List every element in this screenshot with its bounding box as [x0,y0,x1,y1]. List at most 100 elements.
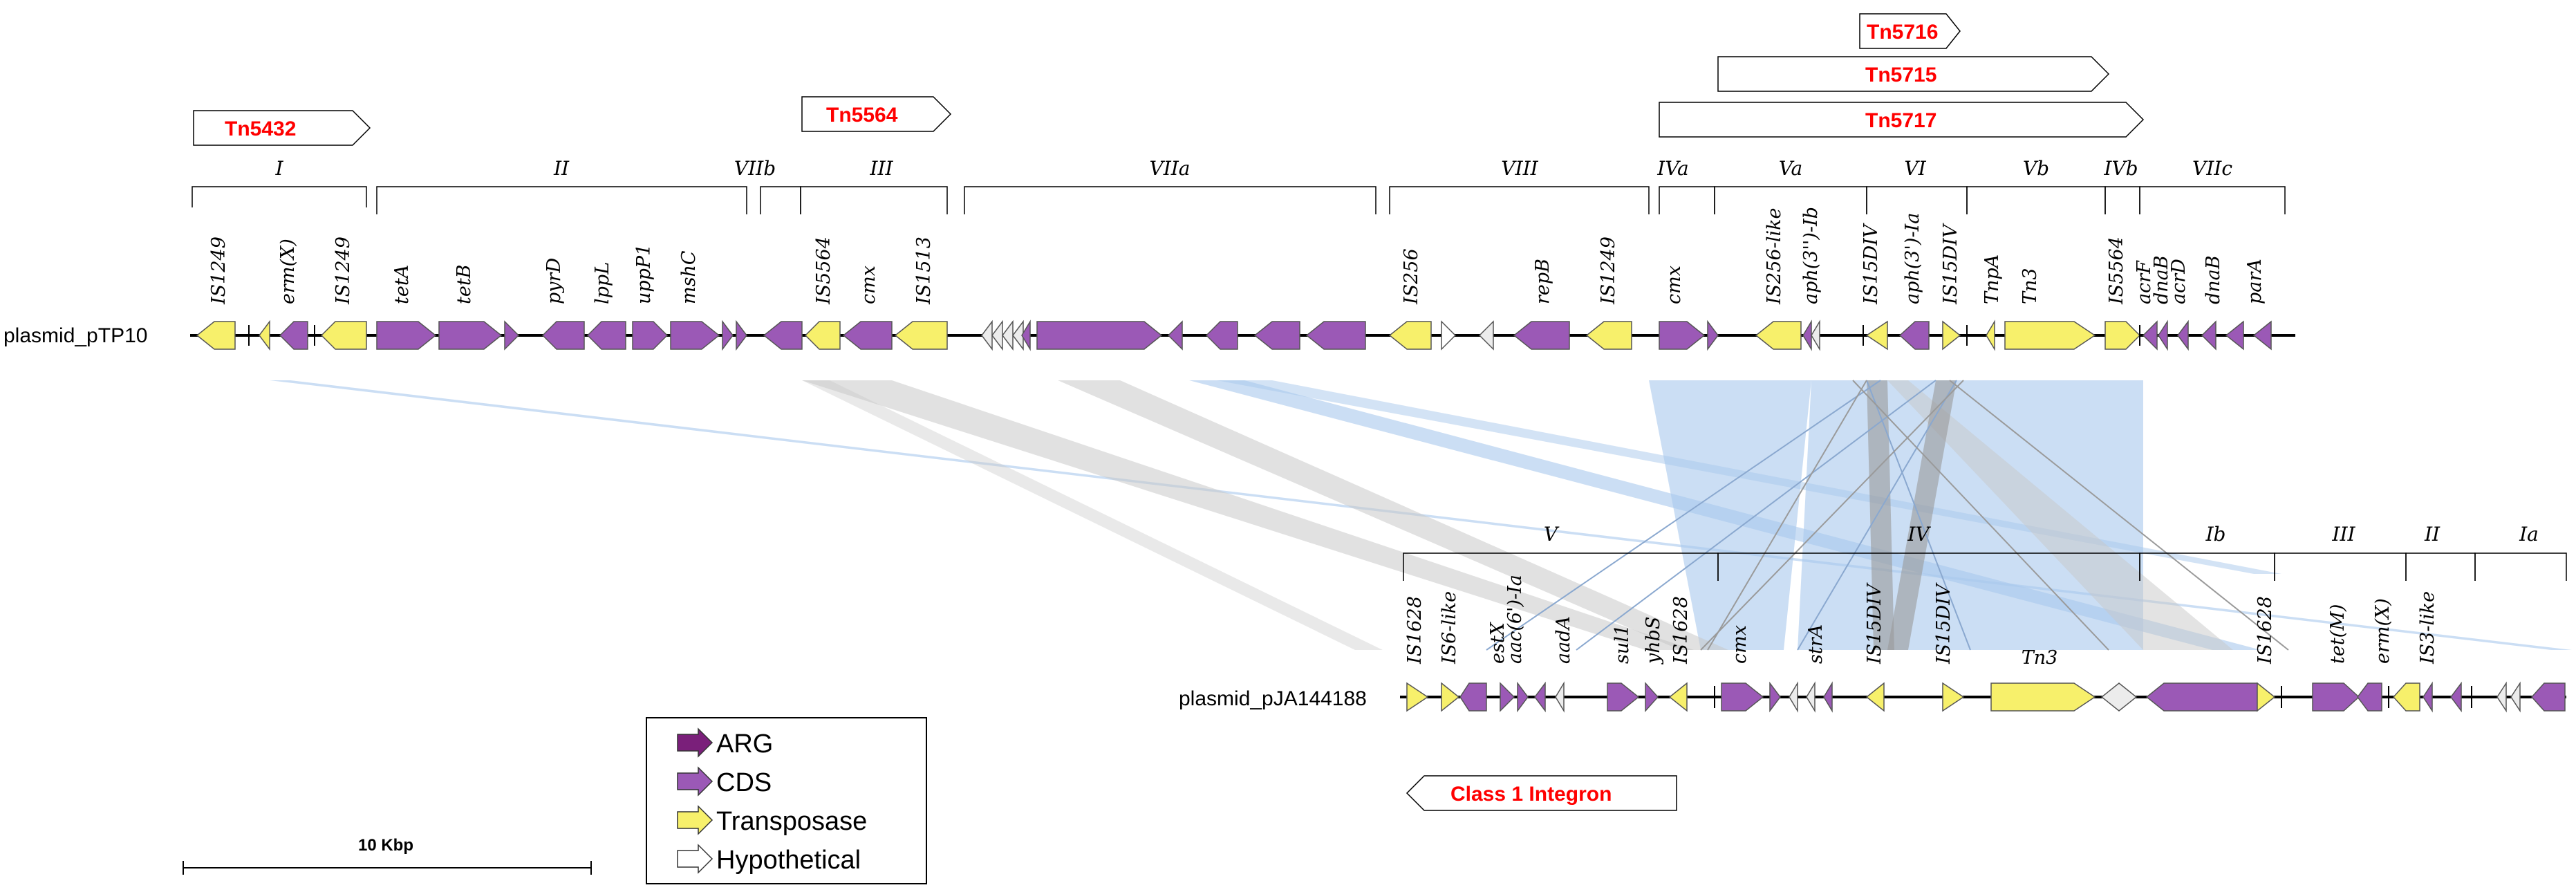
tn5715-label: Tn5715 [1865,64,1936,86]
gene-arrow [1388,321,1432,350]
legend: ARG CDS Transposase Hypothetical [646,717,927,884]
gene-arrow [1898,321,1930,350]
legend-label: Hypothetical [716,846,861,875]
gene-arrow [1253,321,1300,350]
tn5432-label: Tn5432 [225,118,296,140]
gene-arrow [1167,320,1183,351]
tn5564-label: Tn5564 [826,104,898,127]
top-region-labels: I II VIIb III VIIa VIII IVa Va VI Vb IVb… [274,157,2232,180]
gene-arrow [1555,681,1565,713]
top-gene-labels: IS1249 erm(X) IS1249 tetA tetB pyrD lppL… [208,207,2266,305]
tn5715-box [1717,56,2110,92]
gene-label: aac(6')-Ia [1504,575,1526,664]
region-VIII: VIII [1501,157,1538,180]
gene-label: IS256-like [1764,208,1785,305]
gene-arrow [1534,681,1546,713]
gene-label: aph(3')-Ia [1902,213,1923,304]
gene-label: tetA [391,265,413,304]
link-tn-blue-2 [1217,380,2281,574]
synteny-links [270,380,2572,651]
bottom-region-labels: V IV Ib III II Ia [1544,523,2539,546]
gene-arrow [196,321,236,350]
region-IVb: IVb [2103,157,2138,180]
gene-label: IS1628 [2255,596,2276,665]
region-V: V [1544,523,1560,546]
top-gene-arrows [196,319,2272,351]
gene-label: cmx [1729,625,1751,664]
gene-arrow [320,321,367,350]
region-Vb: Vb [2023,157,2049,180]
gene-arrow [1500,682,1515,712]
gene-arrow [1707,319,1719,351]
gene-arrow [1645,682,1659,712]
transposon-boxes: Tn5432 Tn5564 Tn5716 Tn5715 Tn5717 Class… [193,13,2145,811]
gene-arrow [2201,320,2216,351]
gene-arrow [586,321,626,350]
legend-item-hypothetical: Hypothetical [677,844,861,875]
gene-label: estX [1487,621,1509,664]
gene-arrow [632,321,669,350]
gene-arrow [1021,319,1031,351]
region-VIIa: VIIa [1149,157,1190,180]
gene-arrow [2145,682,2258,712]
gene-label: IS15DIV [1860,223,1882,305]
tn5564-box [801,96,952,132]
gene-arrow [1755,321,1802,350]
arg-swatch-icon [677,727,713,758]
gene-arrow [376,321,437,350]
tn5432-box [193,110,371,146]
gene-label: aph(3'')-Ib [1800,207,1822,304]
gene-arrow [1607,682,1640,712]
top-region-brackets [192,186,2286,214]
gene-label: repB [1532,259,1553,304]
gene-label: mshC [678,250,700,304]
gene-label: aadA [1553,616,1574,664]
gene-arrow [1441,320,1457,351]
gene-label: cmx [1663,266,1685,304]
gene-arrow [804,321,841,350]
gene-arrow [1478,320,1494,351]
link-grey-3 [802,380,1383,650]
gene-arrow [1305,321,1366,350]
link-tn-blue-1 [1189,380,2261,650]
gene-arrow [1406,682,1429,712]
legend-item-cds: CDS [677,766,772,797]
region-VI: VI [1904,157,1926,180]
gene-label: IS1249 [333,236,354,305]
gene-arrow [1802,319,1812,351]
gene-arrow [2177,319,2189,351]
gene-arrow [1036,321,1163,350]
transposase-swatch-icon [677,805,713,835]
gene-arrow [2357,682,2382,712]
gene-arrow [438,321,503,350]
gene-arrow [2142,320,2158,351]
gene-arrow [1721,682,1764,712]
gene-label: tetB [454,264,475,304]
gene-arrow [736,319,747,351]
gene-arrow [1990,682,2096,712]
gene-arrow [991,319,1003,351]
gene-arrow [1517,681,1529,713]
gene-label: IS15DIV [1933,582,1954,665]
tn5716-label: Tn5716 [1867,21,1938,44]
gene-arrow [1823,681,1833,713]
gene-label: TnpA [1981,254,2003,304]
gene-arrow [2004,321,2096,350]
region-III: III [869,157,893,180]
legend-item-arg: ARG [677,727,773,759]
gene-label: Tn3 [2019,268,2041,304]
plasmid-top-label: plasmid_pTP10 [3,324,147,347]
gene-label: IS3-like [2417,591,2438,665]
gene-arrow [1811,319,1820,351]
gene-label: IS1249 [1598,236,1619,305]
gene-label: IS5564 [813,236,834,305]
gene-arrow [1942,320,1961,351]
gene-label: IS256 [1401,248,1422,305]
region-II: II [2424,523,2440,546]
gene-arrow [1942,682,1965,712]
gene-arrow [2530,682,2566,712]
legend-label: ARG [716,730,773,759]
gene-label: Tn3 [2022,647,2058,669]
gene-arrow [1806,681,1816,713]
link-grey-1 [802,380,1694,650]
